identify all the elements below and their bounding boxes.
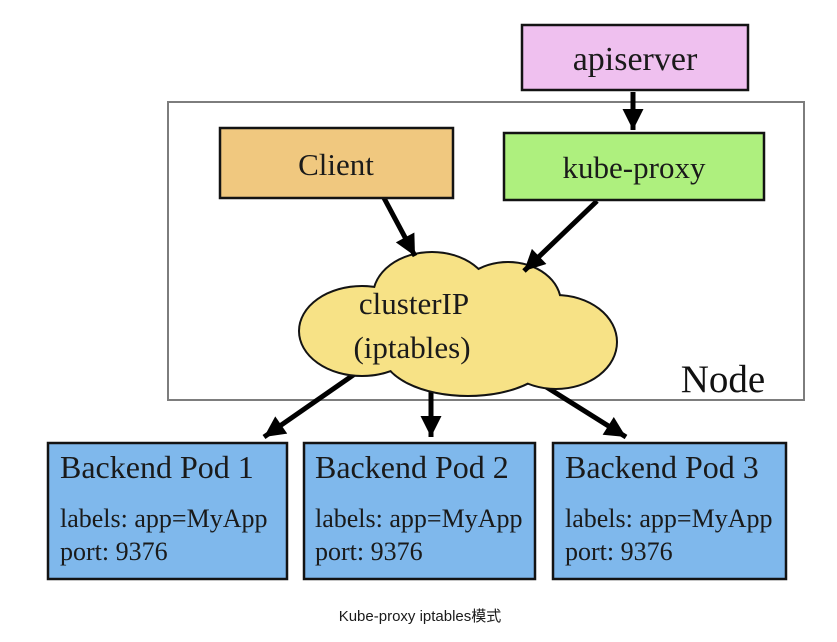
- client-box: Client: [218, 126, 455, 200]
- apiserver-box: apiserver: [520, 23, 750, 92]
- backend-pod-3-title: Backend Pod 3: [565, 449, 759, 485]
- backend-pod-1-port: port: 9376: [60, 537, 168, 566]
- backend-pod-3-rect: [551, 441, 788, 581]
- backend-pod-2: Backend Pod 2 labels: app=MyApp port: 93…: [302, 441, 537, 581]
- backend-pod-1-title: Backend Pod 1: [60, 449, 254, 485]
- backend-pod-1-labels: labels: app=MyApp: [60, 504, 267, 533]
- node-label: Node: [681, 358, 765, 401]
- backend-pod-3: Backend Pod 3 labels: app=MyApp port: 93…: [551, 441, 788, 581]
- clusterip-label-line2: (iptables): [353, 330, 470, 365]
- backend-pod-2-rect: [302, 441, 537, 581]
- backend-pod-2-title: Backend Pod 2: [315, 449, 509, 485]
- cloud-bump-fill: [383, 309, 553, 395]
- client-label: Client: [298, 147, 374, 182]
- backend-pod-1: Backend Pod 1 labels: app=MyApp port: 93…: [46, 441, 289, 581]
- backend-pod-1-rect: [46, 441, 289, 581]
- kube-proxy-box: kube-proxy: [502, 131, 766, 202]
- backend-pod-2-labels: labels: app=MyApp: [315, 504, 522, 533]
- kube-proxy-rect: [502, 131, 766, 202]
- diagram-caption: Kube-proxy iptables模式: [339, 608, 502, 625]
- backend-pod-3-port: port: 9376: [565, 537, 673, 566]
- clusterip-cloud: clusterIP (iptables): [298, 251, 618, 397]
- kube-proxy-label: kube-proxy: [563, 150, 706, 185]
- backend-pod-3-labels: labels: app=MyApp: [565, 504, 772, 533]
- arrow-client-to-clusterip: [381, 196, 418, 258]
- apiserver-rect: [520, 23, 750, 92]
- apiserver-label: apiserver: [573, 41, 698, 78]
- arrow-kubeproxy-to-clusterip: [522, 199, 599, 273]
- client-rect: [218, 126, 455, 200]
- clusterip-label-line1: clusterIP: [359, 286, 469, 321]
- backend-pod-2-port: port: 9376: [315, 537, 423, 566]
